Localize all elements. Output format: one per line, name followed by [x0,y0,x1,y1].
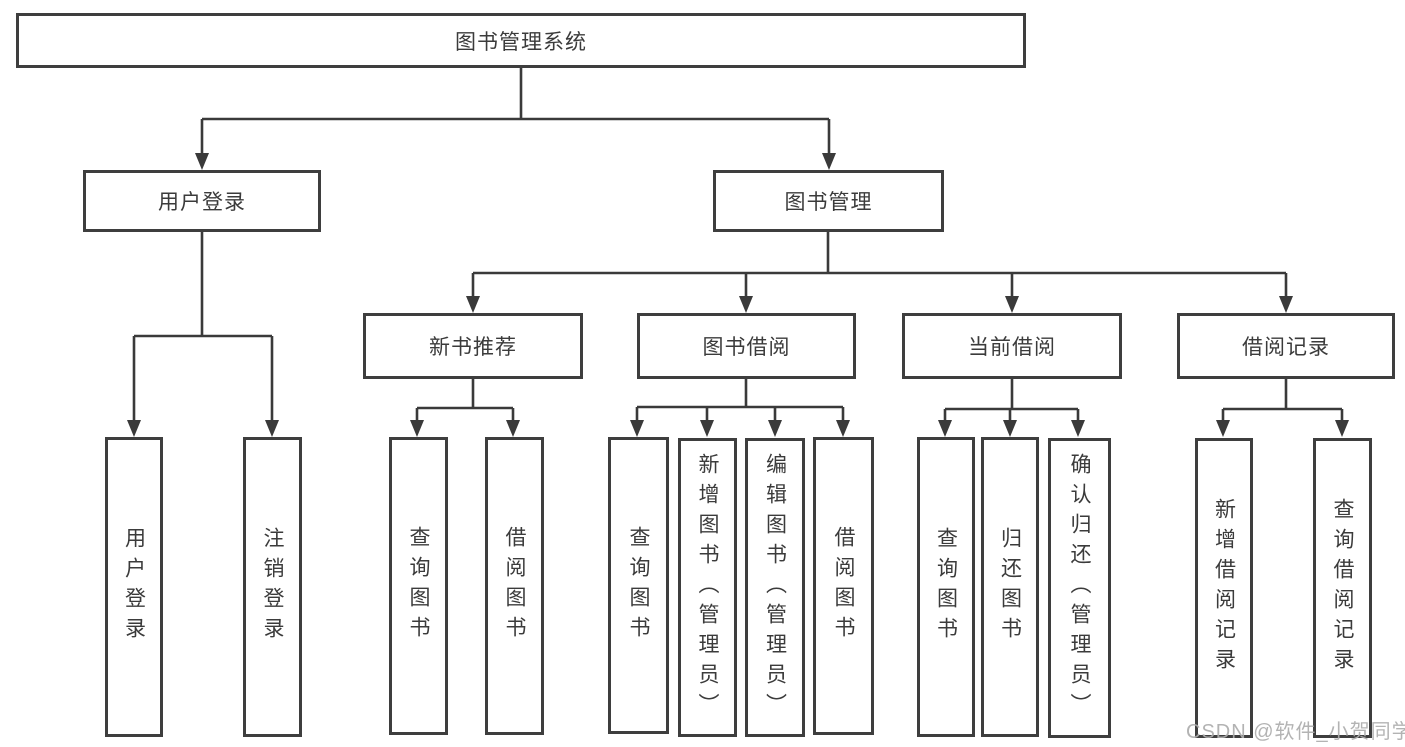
node-book-management: 图书管理 [713,170,944,232]
leaf-query-borrow-record: 查询借阅记录 [1313,438,1372,738]
node-new-book-recommend: 新书推荐 [363,313,583,379]
csdn-watermark: CSDN @软件_小贺同学 [1186,721,1405,743]
node-current-borrow: 当前借阅 [902,313,1122,379]
leaf-borrow-books-recommend: 借阅图书 [485,437,544,735]
leaf-confirm-return-admin: 确认归还（管理员） [1048,438,1111,738]
leaf-add-borrow-record: 新增借阅记录 [1195,438,1253,738]
leaf-edit-book-admin: 编辑图书（管理员） [745,438,805,737]
leaf-add-book-admin: 新增图书（管理员） [678,438,737,737]
leaf-borrow-books: 借阅图书 [813,437,874,735]
node-root: 图书管理系统 [16,13,1026,68]
leaf-query-books-borrow: 查询图书 [608,437,669,734]
node-borrow-records: 借阅记录 [1177,313,1395,379]
leaf-query-books-recommend: 查询图书 [389,437,448,735]
leaf-logout: 注销登录 [243,437,302,737]
node-user-login: 用户登录 [83,170,321,232]
leaf-user-login: 用户登录 [105,437,163,737]
node-book-borrow: 图书借阅 [637,313,856,379]
leaf-return-book: 归还图书 [981,437,1039,737]
leaf-query-books-current: 查询图书 [917,437,975,737]
tree-connector-path [132,68,1344,420]
